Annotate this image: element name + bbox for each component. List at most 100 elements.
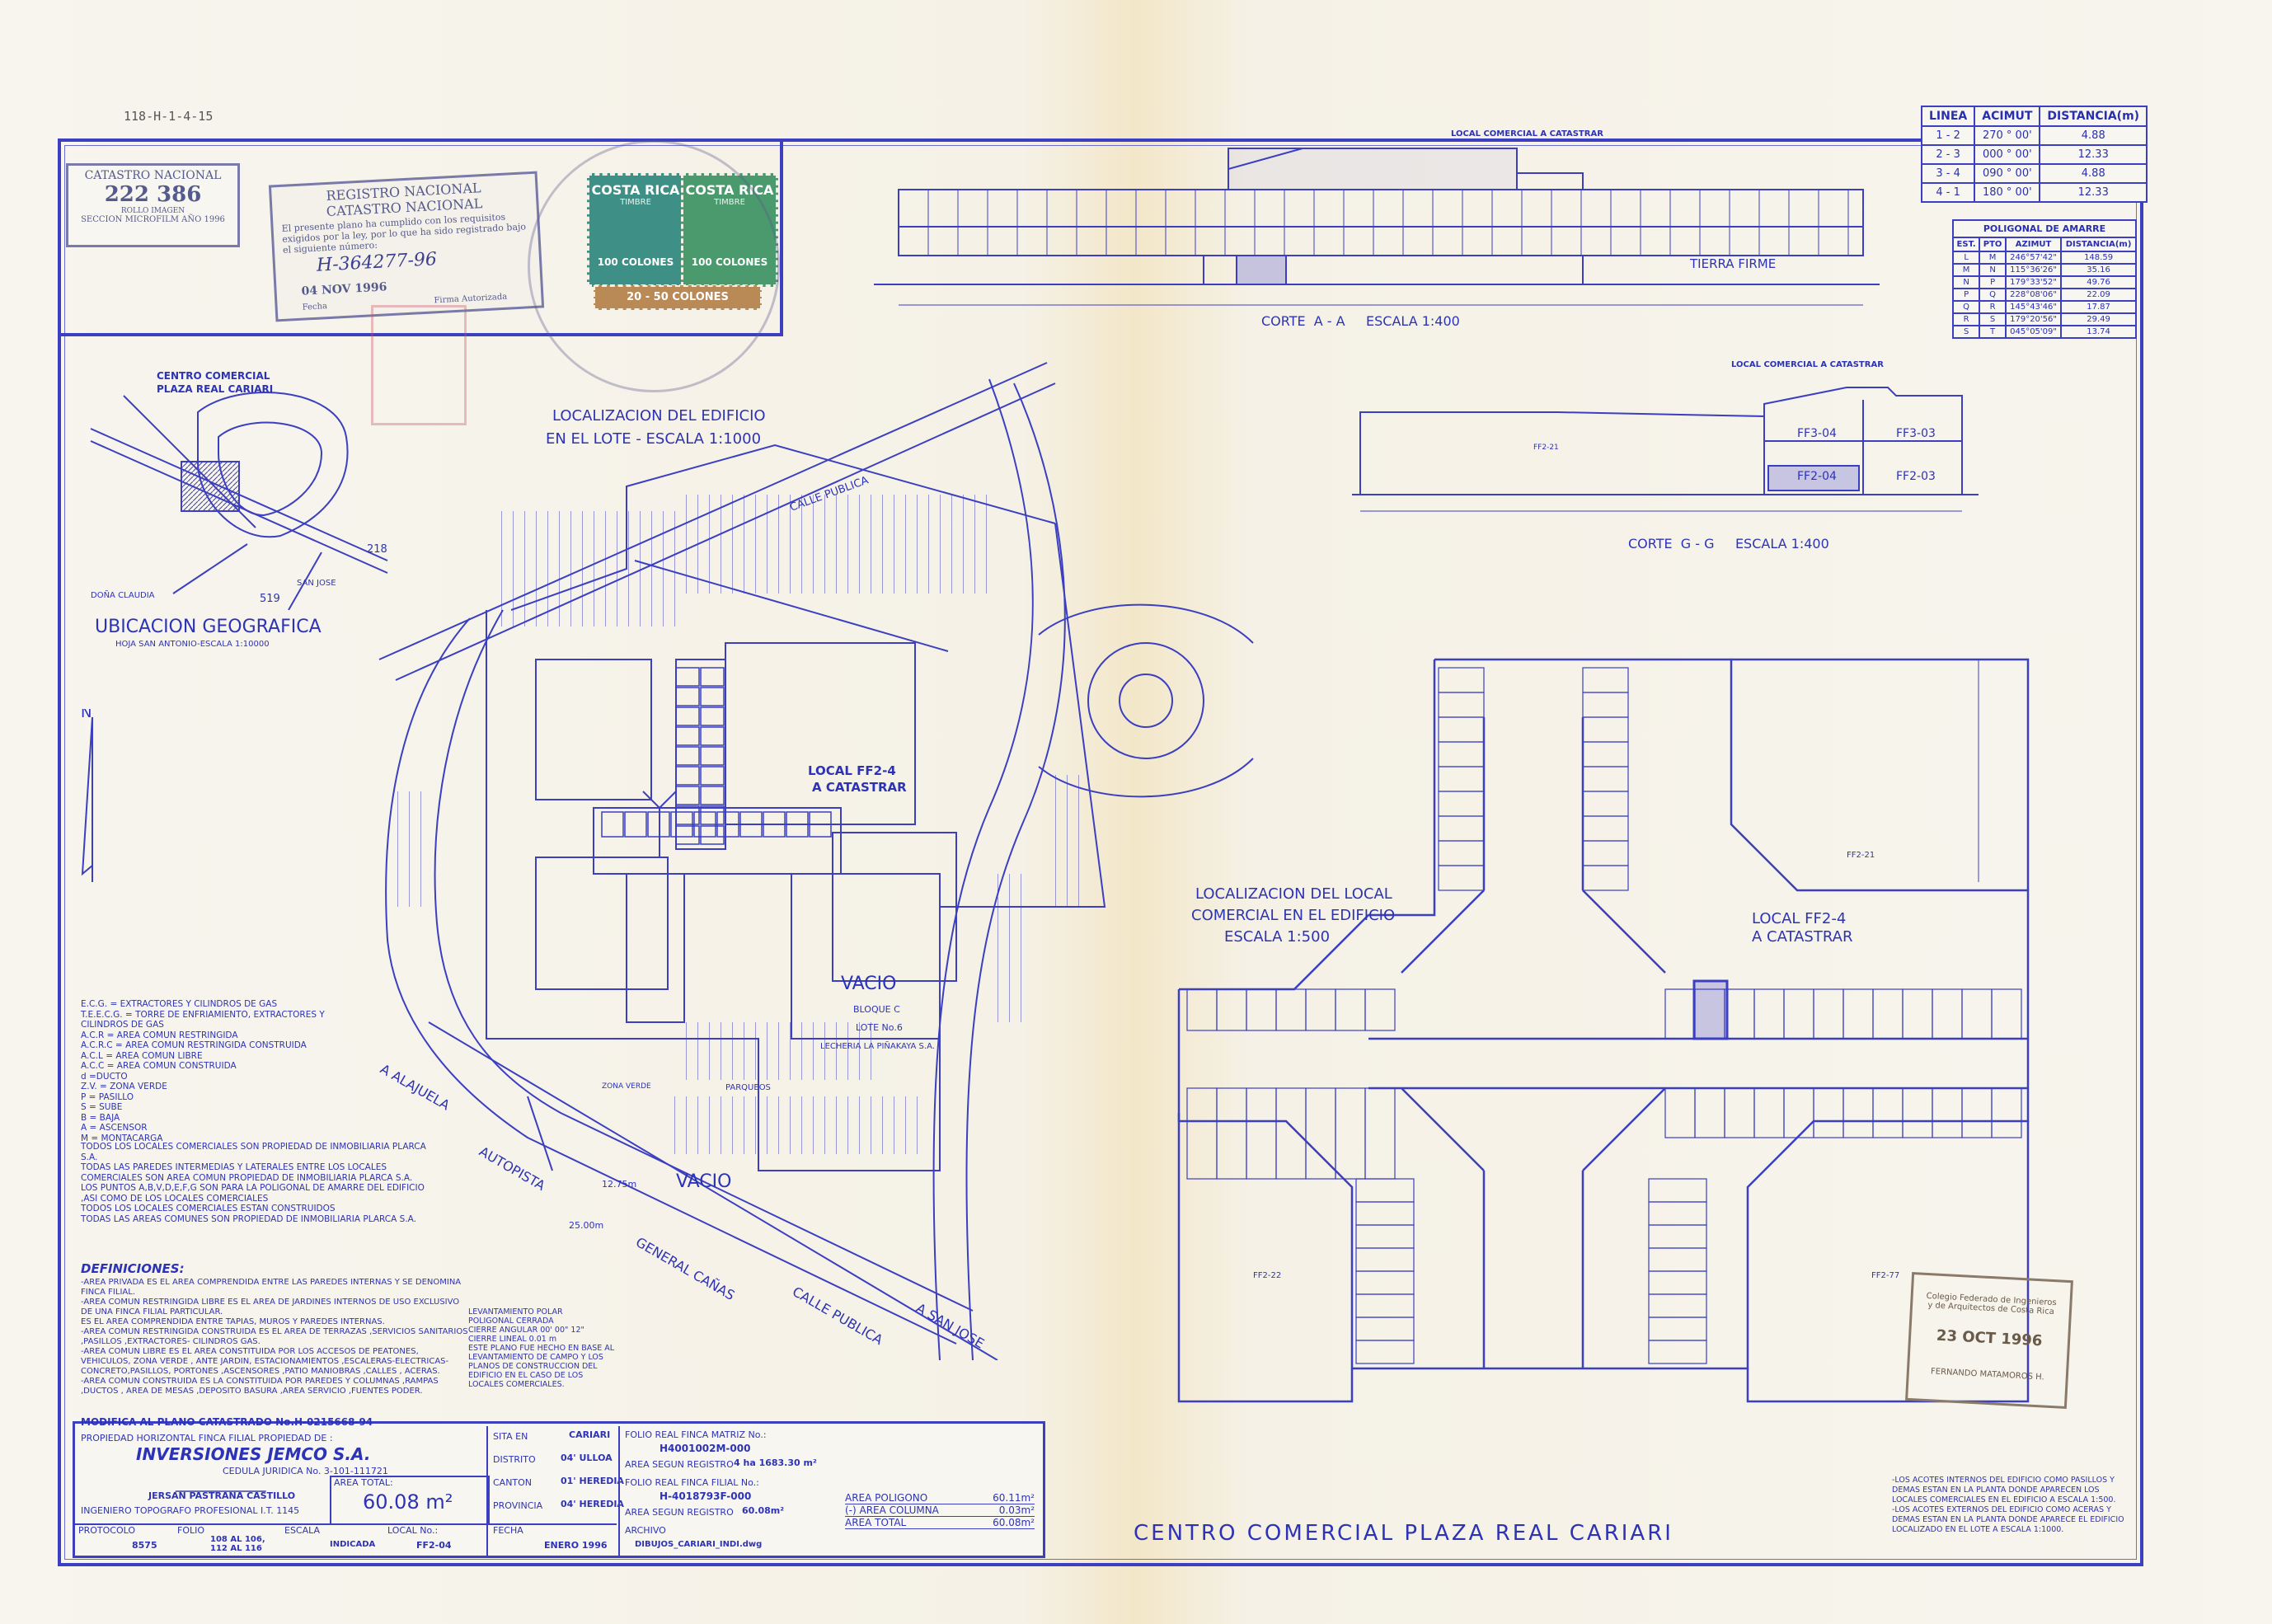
registro-firma: Firma Autorizada xyxy=(434,292,508,306)
floor-room xyxy=(1582,692,1629,718)
location-map: CENTRO COMERCIAL PLAZA REAL CARIARI 218 … xyxy=(90,370,388,610)
floor-room xyxy=(1355,1340,1415,1364)
site-local-label1: LOCAL FF2-4 xyxy=(808,763,896,778)
floor-room xyxy=(1364,988,1396,1031)
floor-room xyxy=(1648,1270,1707,1295)
floor-room xyxy=(1355,1293,1415,1318)
site-room xyxy=(675,667,700,687)
title-area-registro2-label: AREA SEGUN REGISTRO xyxy=(625,1507,734,1518)
area-value: 60.11m² xyxy=(993,1492,1035,1504)
area-row: (-) AREA COLUMNA 0.03m² xyxy=(845,1504,1035,1517)
cell: N xyxy=(1979,263,2007,277)
title-folio-matriz: H4001002M-000 xyxy=(660,1443,751,1454)
floor-room xyxy=(1842,988,1874,1040)
section-gg-room4: FF2-03 xyxy=(1896,470,1936,483)
site-room xyxy=(716,811,739,838)
title-folio: 108 AL 106, 112 AL 116 xyxy=(210,1535,265,1553)
location-map-num2: 519 xyxy=(260,593,280,605)
floor-local-label2: A CATASTRAR xyxy=(1752,928,1852,946)
cell: 49.76 xyxy=(2060,275,2137,289)
cell: 13.74 xyxy=(2060,325,2137,339)
floor-room xyxy=(1582,667,1629,693)
cell: R xyxy=(1951,312,1981,326)
area-value: 0.03m² xyxy=(998,1504,1035,1516)
cell: 3 - 4 xyxy=(1920,163,1976,184)
title-engineer: JERSAN PASTRANA CASTILLO xyxy=(148,1490,296,1501)
floor-plan-title2: COMERCIAL EN EL EDIFICIO xyxy=(1191,907,1395,924)
cell: 29.49 xyxy=(2060,312,2137,326)
title-local: FF2-04 xyxy=(416,1540,452,1551)
poligonal-title: POLIGONAL DE AMARRE xyxy=(1952,219,2137,238)
floor-room xyxy=(1582,741,1629,767)
floor-room xyxy=(1355,1247,1415,1272)
section-aa-top-label: LOCAL COMERCIAL A CATASTRAR xyxy=(1451,129,1603,138)
section-gg-drawing: LOCAL COMERCIAL A CATASTRAR FF3-04 FF2-0… xyxy=(1352,360,1979,512)
cell: 4.88 xyxy=(2039,163,2148,184)
floor-room xyxy=(1648,1178,1707,1203)
site-plan-title2: EN EL LOTE - ESCALA 1:1000 xyxy=(546,430,761,448)
floor-room xyxy=(1783,1087,1814,1138)
floor-room xyxy=(1648,1317,1707,1341)
cell: N xyxy=(1951,275,1981,289)
poligonal-header-1: PTO xyxy=(1979,237,2007,252)
cell: 115°36'26" xyxy=(2004,263,2063,277)
floor-room xyxy=(1724,988,1755,1040)
floor-room xyxy=(1582,791,1629,817)
site-alajuela: A ALAJUELA xyxy=(378,1061,453,1113)
title-area-registro2: 60.08m² xyxy=(742,1505,785,1516)
site-room xyxy=(700,786,725,805)
north-arrow-icon: N xyxy=(81,709,93,882)
site-autopista: AUTOPISTA xyxy=(476,1143,548,1194)
title-area-total: 60.08 m² xyxy=(363,1490,453,1514)
site-room xyxy=(675,786,700,805)
title-area-registro-label: AREA SEGUN REGISTRO xyxy=(625,1459,734,1470)
section-gg-caption: CORTE G - G ESCALA 1:400 xyxy=(1628,536,1829,552)
site-room xyxy=(700,667,725,687)
site-san-jose: A SAN JOSE xyxy=(913,1300,987,1351)
legend-notes: E.C.G. = EXTRACTORES Y CILINDROS DE GAS … xyxy=(81,999,325,1143)
colegio-stamp: Colegio Federado de Ingenieros y de Arqu… xyxy=(1905,1271,2073,1410)
site-room xyxy=(700,687,725,706)
title-cedula: CEDULA JURIDICA No. 3-101-111721 xyxy=(223,1466,388,1476)
floor-room xyxy=(1216,988,1247,1031)
site-room xyxy=(601,811,624,838)
section-aa-caption: CORTE A - A ESCALA 1:400 xyxy=(1261,313,1460,329)
cell: 35.16 xyxy=(2060,263,2137,277)
site-local-label2: A CATASTRAR xyxy=(812,780,907,795)
acotes-notes: -LOS ACOTES INTERNOS DEL EDIFICIO COMO P… xyxy=(1892,1476,2124,1534)
title-local-label: LOCAL No.: xyxy=(387,1525,439,1536)
signature-mark xyxy=(175,1457,279,1492)
cell: P xyxy=(1979,275,2007,289)
title-sita: CARIARI xyxy=(569,1429,611,1440)
floor-plan-title1: LOCALIZACION DEL LOCAL xyxy=(1195,885,1392,903)
title-sita-label: SITA EN xyxy=(493,1431,528,1442)
floor-room xyxy=(1438,667,1485,693)
floor-room xyxy=(1753,988,1785,1040)
floor-room xyxy=(1355,1201,1415,1226)
site-room xyxy=(675,805,700,825)
title-escala-label: ESCALA xyxy=(284,1525,321,1536)
site-calle-publica2: CALLE PUBLICA xyxy=(790,1284,885,1348)
cell: Q xyxy=(1979,288,2007,302)
site-general-canas: GENERAL CAÑAS xyxy=(633,1234,738,1303)
area-value: 60.08m² xyxy=(993,1517,1035,1528)
site-bloque: BLOQUE C xyxy=(853,1004,900,1015)
title-engineer-title: INGENIERO TOPOGRAFO PROFESIONAL I.T. 114… xyxy=(81,1505,300,1516)
title-distrito: 04' ULLOA xyxy=(561,1453,613,1463)
area-label: (-) AREA COLUMNA xyxy=(845,1504,939,1516)
title-canton-label: CANTON xyxy=(493,1477,533,1488)
floor-big-room2: FF2-22 xyxy=(1253,1271,1281,1280)
site-room xyxy=(700,766,725,786)
cell: 270 ° 00' xyxy=(1974,125,2041,146)
poligonal-header-2: AZIMUT xyxy=(2004,237,2063,252)
title-propiedad: PROPIEDAD HORIZONTAL FINCA FILIAL PROPIE… xyxy=(81,1433,333,1443)
